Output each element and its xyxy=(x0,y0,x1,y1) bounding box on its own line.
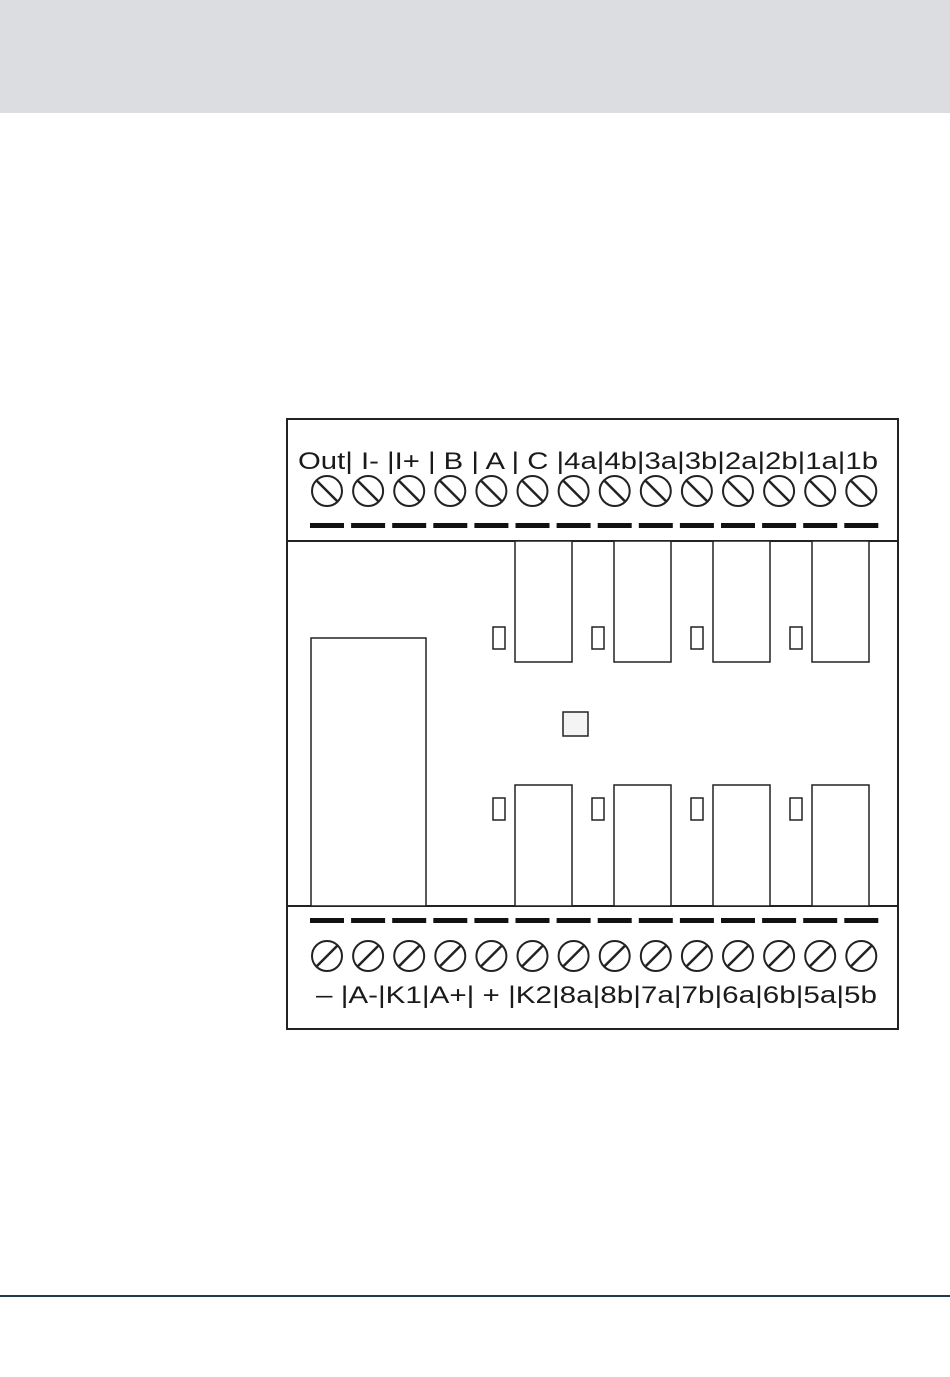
screw-terminal-bottom xyxy=(805,941,835,971)
terminal-bar-bottom xyxy=(721,918,755,923)
terminal-bar-top xyxy=(803,523,837,528)
relay-led xyxy=(493,798,505,820)
screw-terminal-top xyxy=(435,476,465,506)
screw-terminal-top xyxy=(723,476,753,506)
screw-terminal-bottom xyxy=(559,941,589,971)
screw-terminal-bottom xyxy=(394,941,424,971)
top-terminal-labels: Out| I- |I+ | B | A | C |4a|4b|3a|3b|2a|… xyxy=(298,448,878,475)
terminal-bar-bottom xyxy=(803,918,837,923)
bottom-terminal-labels: – |A-|K1|A+| + |K2|8a|8b|7a|7b|6a|6b|5a|… xyxy=(316,982,877,1009)
screw-terminal-bottom xyxy=(518,941,548,971)
terminal-bar-top xyxy=(762,523,796,528)
terminal-bar-bottom xyxy=(557,918,591,923)
terminal-bar-top xyxy=(351,523,385,528)
screw-terminal-bottom xyxy=(312,941,342,971)
relay-led xyxy=(790,627,802,649)
screw-terminal-bottom xyxy=(435,941,465,971)
relay-led xyxy=(592,798,604,820)
terminal-bar-top xyxy=(433,523,467,528)
terminal-bar-top xyxy=(721,523,755,528)
relay-led xyxy=(592,627,604,649)
terminal-bar-top xyxy=(557,523,591,528)
terminal-bar-bottom xyxy=(639,918,673,923)
terminal-bar-bottom xyxy=(516,918,550,923)
screw-terminal-top xyxy=(353,476,383,506)
terminal-bar-top xyxy=(392,523,426,528)
terminal-bar-bottom xyxy=(310,918,344,923)
terminal-bar-bottom xyxy=(762,918,796,923)
relay-led xyxy=(790,798,802,820)
screw-terminal-top xyxy=(476,476,506,506)
relay-led xyxy=(691,798,703,820)
screw-terminal-top xyxy=(559,476,589,506)
screw-terminal-bottom xyxy=(764,941,794,971)
screw-terminal-top xyxy=(312,476,342,506)
terminal-bar-top xyxy=(516,523,550,528)
screw-terminal-top xyxy=(846,476,876,506)
footer-rule xyxy=(0,1295,950,1297)
screw-terminal-top xyxy=(641,476,671,506)
terminal-bar-bottom xyxy=(433,918,467,923)
power-supply-block xyxy=(311,638,426,906)
screw-terminal-top xyxy=(682,476,712,506)
terminal-bar-top xyxy=(844,523,878,528)
relay-led xyxy=(691,627,703,649)
screw-terminal-bottom xyxy=(641,941,671,971)
terminal-bar-bottom xyxy=(392,918,426,923)
screw-terminal-bottom xyxy=(476,941,506,971)
screw-terminal-bottom xyxy=(723,941,753,971)
screw-terminal-top xyxy=(764,476,794,506)
terminal-bar-top xyxy=(474,523,508,528)
screw-terminal-top xyxy=(600,476,630,506)
screw-terminal-bottom xyxy=(682,941,712,971)
relay-led xyxy=(493,627,505,649)
status-led xyxy=(563,712,588,736)
screw-terminal-top xyxy=(394,476,424,506)
screw-terminal-bottom xyxy=(600,941,630,971)
terminal-bar-top xyxy=(598,523,632,528)
terminal-bar-top xyxy=(310,523,344,528)
screw-terminal-top xyxy=(518,476,548,506)
screw-terminal-bottom xyxy=(846,941,876,971)
terminal-bar-bottom xyxy=(680,918,714,923)
screw-terminal-bottom xyxy=(353,941,383,971)
terminal-bar-bottom xyxy=(351,918,385,923)
screw-terminal-top xyxy=(805,476,835,506)
terminal-bar-bottom xyxy=(598,918,632,923)
terminal-bar-top xyxy=(680,523,714,528)
terminal-bar-bottom xyxy=(474,918,508,923)
terminal-bar-bottom xyxy=(844,918,878,923)
terminal-bar-top xyxy=(639,523,673,528)
